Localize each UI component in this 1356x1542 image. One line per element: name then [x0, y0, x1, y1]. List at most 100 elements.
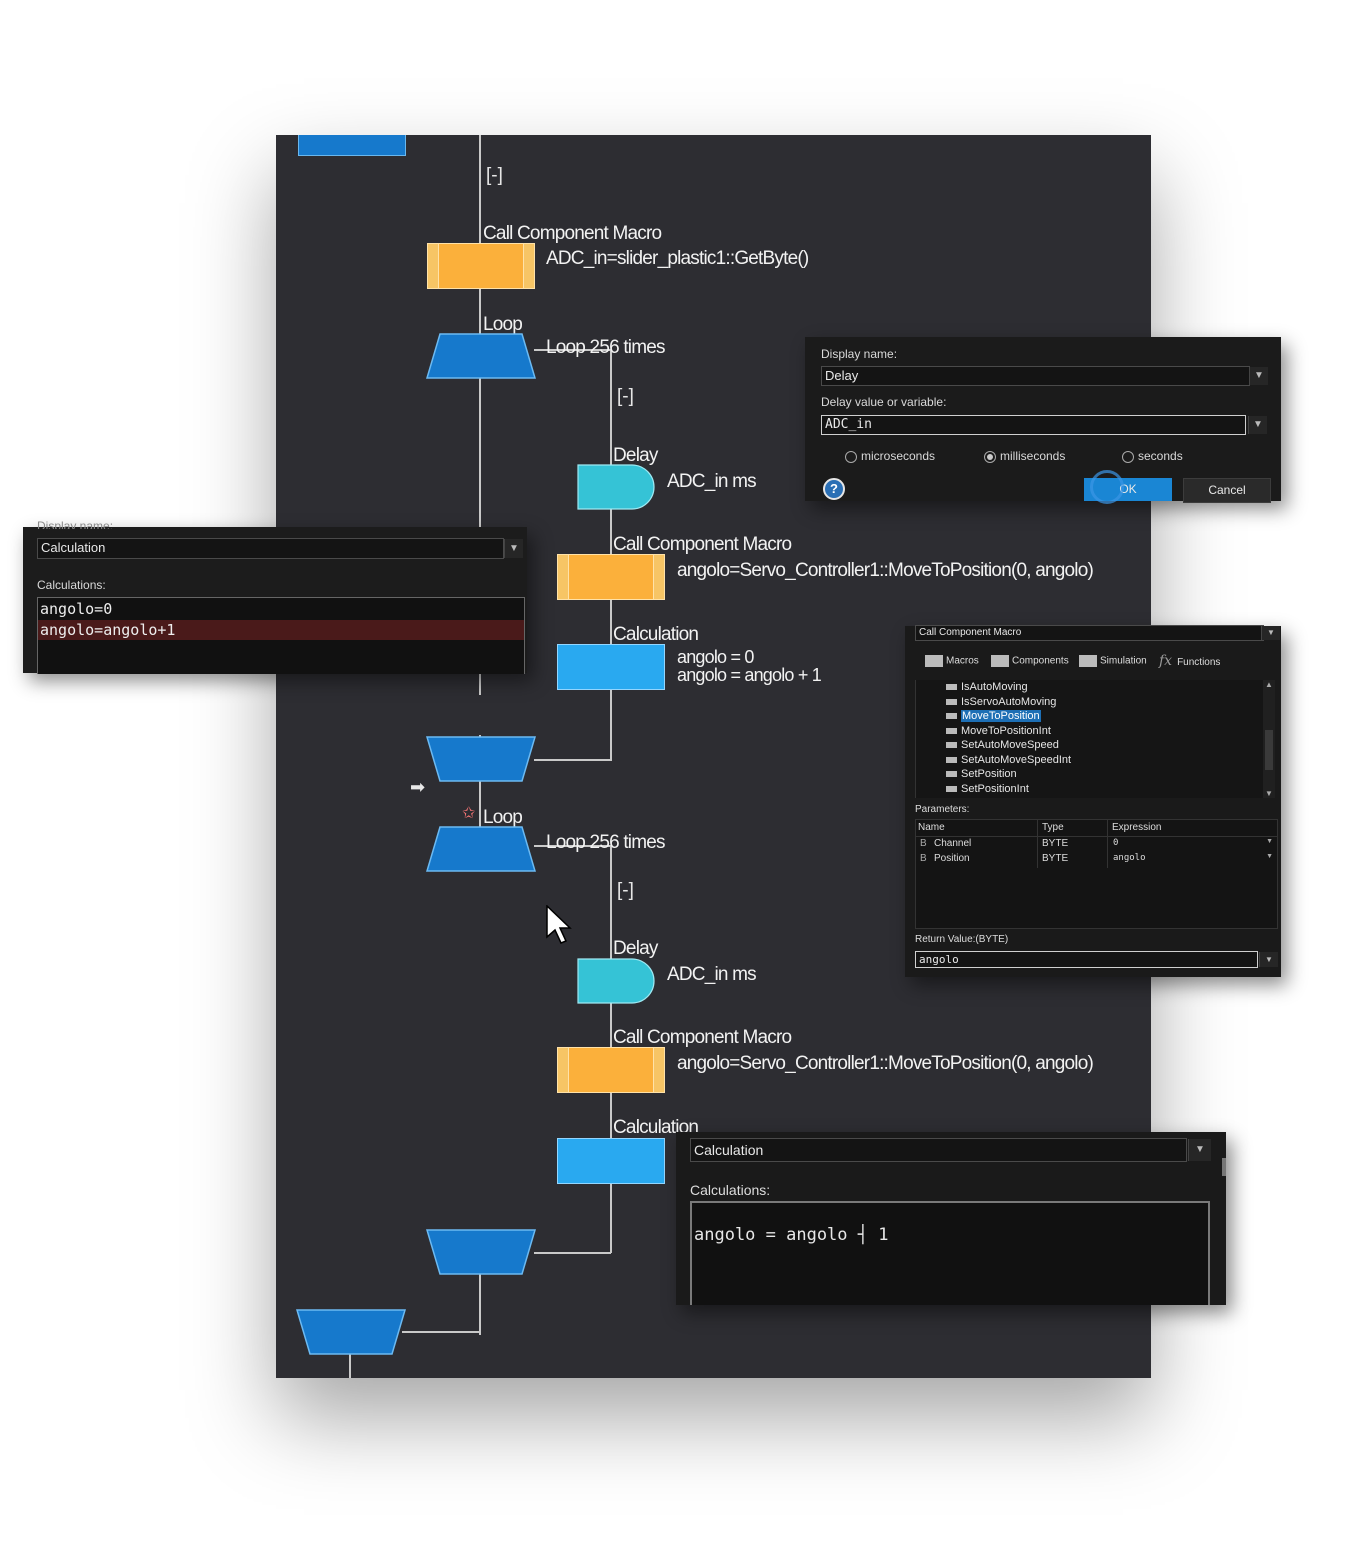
loop-end-block[interactable] — [426, 736, 536, 782]
loop-caption: Loop — [483, 807, 523, 828]
chevron-down-icon[interactable]: ▼ — [1261, 626, 1280, 640]
connector-line — [534, 1252, 611, 1254]
loop-end-block[interactable] — [426, 1229, 536, 1275]
loop-start-block[interactable] — [426, 333, 536, 379]
help-icon[interactable]: ? — [823, 478, 845, 500]
collapse-toggle[interactable]: [-] — [617, 386, 634, 407]
display-name-label: Display name: — [37, 519, 114, 529]
calculations-editor[interactable]: angolo = angolo ┤ 1 — [690, 1201, 1210, 1305]
tab-functions[interactable]: fx Functions — [1159, 653, 1220, 669]
display-name-field[interactable]: Delay — [821, 366, 1250, 386]
macro-block[interactable] — [557, 554, 665, 600]
delay-value-input[interactable]: ADC_in — [821, 415, 1246, 435]
param-name: Position — [934, 853, 970, 864]
display-name-field[interactable]: Calculation — [690, 1138, 1187, 1162]
calc-line: angolo = angolo + 1 — [677, 665, 822, 685]
tab-label: Simulation — [1100, 655, 1147, 667]
chevron-down-icon[interactable]: ▼ — [1266, 853, 1273, 860]
list-item[interactable]: SetPosition — [946, 767, 1071, 782]
side-scrollbar[interactable] — [1222, 1158, 1226, 1176]
list-item[interactable]: SetAutoMoveSpeedInt — [946, 753, 1071, 768]
macro-block[interactable] — [427, 243, 535, 289]
list-scrollbar[interactable]: ▲ ▼ — [1263, 680, 1275, 798]
calc-code-line: angolo=0 — [40, 600, 113, 618]
param-expression[interactable]: 0 — [1113, 838, 1119, 848]
scroll-down-icon[interactable]: ▼ — [1265, 789, 1273, 798]
chevron-down-icon[interactable]: ▼ — [1266, 838, 1273, 845]
macro-icon — [946, 698, 957, 705]
column-header: Expression — [1112, 822, 1162, 833]
byte-icon: B — [920, 838, 927, 849]
calc-caption: Calculation — [613, 624, 699, 645]
loop-end-block[interactable] — [296, 1309, 406, 1355]
list-item-label: MoveToPosition — [961, 710, 1041, 722]
scroll-thumb[interactable] — [1265, 730, 1273, 770]
table-row[interactable]: B Position BYTE angolo ▼ — [916, 852, 1277, 867]
chevron-down-icon[interactable]: ▼ — [1249, 367, 1268, 385]
call-macro-dialog: Call Component Macro ▼ Macros Components… — [905, 625, 1281, 977]
macro-detail: angolo=Servo_Controller1::MoveToPosition… — [677, 1053, 1094, 1074]
delay-block[interactable] — [577, 958, 655, 1004]
radio-label: seconds — [1138, 449, 1183, 463]
cancel-button[interactable]: Cancel — [1183, 478, 1271, 503]
radio-label: microseconds — [861, 449, 936, 463]
column-header: Type — [1042, 822, 1064, 833]
list-item[interactable]: SetPositionInt — [946, 782, 1071, 797]
return-value-input[interactable]: angolo — [915, 951, 1258, 968]
display-name-label: Display name: — [821, 347, 898, 361]
param-type: BYTE — [1042, 853, 1069, 864]
list-item[interactable]: MoveToPosition — [946, 709, 1071, 724]
list-item-label: SetPosition — [961, 768, 1017, 780]
display-name-field[interactable]: Call Component Macro — [915, 625, 1264, 641]
radio-seconds[interactable]: seconds — [1122, 449, 1183, 463]
tab-macros[interactable]: Macros — [925, 655, 979, 667]
table-row[interactable]: B Channel BYTE 0 ▼ — [916, 837, 1277, 852]
loop-end-block[interactable] — [298, 135, 406, 156]
chevron-down-icon[interactable]: ▼ — [504, 539, 523, 558]
chevron-down-icon[interactable]: ▼ — [1188, 1139, 1211, 1161]
calculations-label: Calculations: — [690, 1182, 771, 1198]
tab-components[interactable]: Components — [991, 655, 1069, 667]
calculations-editor[interactable]: angolo=0 angolo=angolo+1 — [37, 597, 525, 674]
list-item[interactable]: SetAutoMoveSpeed — [946, 738, 1071, 753]
tab-label: Functions — [1177, 657, 1221, 668]
list-item[interactable]: IsServoAutoMoving — [946, 695, 1071, 710]
param-expression[interactable]: angolo — [1113, 853, 1146, 863]
connector-line — [479, 1252, 481, 1332]
functions-icon: fx — [1159, 653, 1173, 669]
code-text: 1 — [868, 1225, 889, 1245]
macro-block[interactable] — [557, 1047, 665, 1093]
list-item[interactable]: IsAutoMoving — [946, 680, 1071, 695]
tab-simulation[interactable]: Simulation — [1079, 655, 1147, 667]
loop-start-block[interactable] — [426, 826, 536, 872]
display-name-field[interactable]: Calculation — [37, 538, 504, 559]
delay-caption: Delay — [613, 445, 658, 466]
list-item-label: SetAutoMoveSpeedInt — [961, 753, 1072, 766]
chevron-down-icon[interactable]: ▼ — [1259, 952, 1278, 967]
byte-icon: B — [920, 853, 927, 864]
list-item-label: IsAutoMoving — [961, 681, 1028, 693]
connector-line — [534, 349, 611, 351]
collapse-toggle[interactable]: [-] — [617, 880, 634, 901]
radio-microseconds[interactable]: microseconds — [845, 449, 935, 463]
calculations-label: Calculations: — [37, 578, 106, 592]
collapse-toggle[interactable]: [-] — [486, 165, 503, 186]
delay-value-label: Delay value or variable: — [821, 395, 947, 409]
calculation-dialog-zoomed: Calculation ▼ Calculations: angolo = ang… — [676, 1132, 1226, 1305]
chevron-down-icon[interactable]: ▼ — [1248, 416, 1267, 434]
column-header: Name — [918, 822, 945, 833]
connector-line — [349, 1350, 351, 1378]
list-item-label: SetPositionInt — [961, 782, 1029, 795]
calc-block[interactable] — [557, 1138, 665, 1184]
macros-icon — [925, 655, 943, 667]
connector-line — [402, 1331, 481, 1333]
loop-detail: Loop 256 times — [546, 337, 666, 358]
radio-milliseconds[interactable]: milliseconds — [984, 449, 1065, 463]
calc-block[interactable] — [557, 644, 665, 690]
macro-icon — [946, 756, 957, 763]
list-item[interactable]: MoveToPositionInt — [946, 724, 1071, 739]
delay-block[interactable] — [577, 464, 655, 510]
connector-line — [479, 735, 481, 855]
scroll-up-icon[interactable]: ▲ — [1265, 680, 1273, 689]
